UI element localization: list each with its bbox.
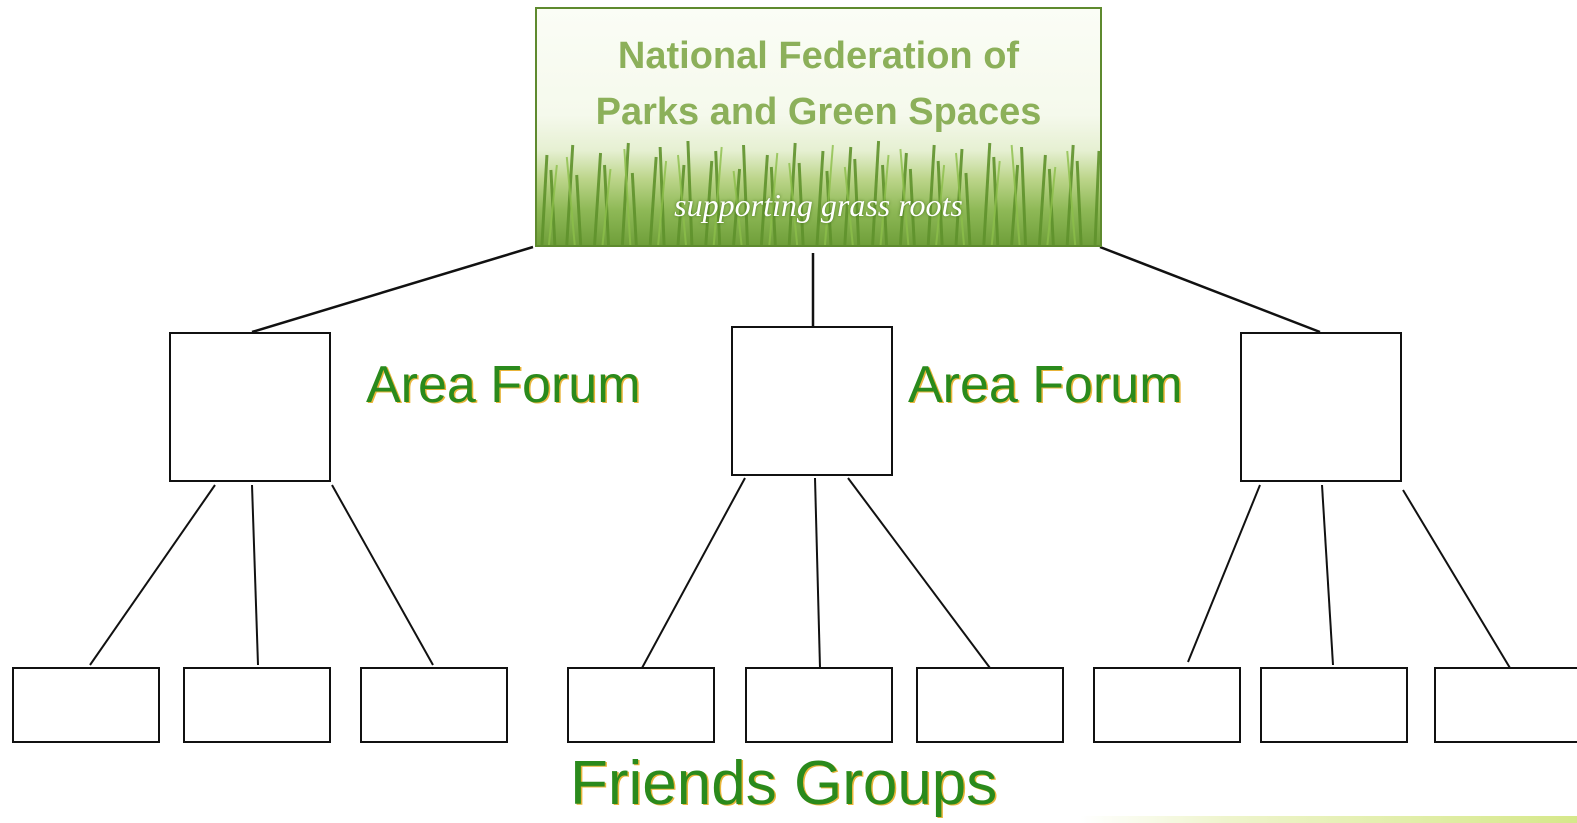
connector-root-forum-3 (1099, 245, 1321, 334)
group-box-3 (360, 667, 508, 743)
forum-box-2 (731, 326, 893, 476)
connector-forum3-group1 (1187, 484, 1261, 663)
forum-box-3 (1240, 332, 1402, 482)
group-box-4 (567, 667, 715, 743)
area-forum-label-1: Area Forum (366, 356, 641, 414)
connector-forum2-group1 (641, 477, 746, 669)
logo-title-line-2: Parks and Green Spaces (595, 91, 1042, 133)
forum-box-1 (169, 332, 331, 482)
connector-root-forum-1 (251, 245, 534, 334)
group-box-2 (183, 667, 331, 743)
group-box-9 (1434, 667, 1577, 743)
grass-graphic (540, 140, 1100, 245)
nfpgs-logo: National Federation of Parks and Green S… (535, 7, 1102, 247)
friends-groups-label: Friends Groups (570, 749, 998, 818)
decorative-bottom-bar (1080, 816, 1577, 823)
connector-forum1-group2 (251, 484, 259, 666)
group-box-7 (1093, 667, 1241, 743)
group-box-8 (1260, 667, 1408, 743)
logo-title-line-1: National Federation of (617, 35, 1020, 77)
connector-forum3-group3 (1402, 489, 1511, 669)
group-box-1 (12, 667, 160, 743)
area-forum-label-2: Area Forum (908, 356, 1183, 414)
logo-tagline: supporting grass roots (674, 187, 963, 223)
connector-forum1-group3 (331, 484, 434, 666)
group-box-6 (916, 667, 1064, 743)
connector-forum1-group1 (89, 484, 216, 666)
connector-forum2-group3 (847, 477, 991, 669)
connector-forum3-group2 (1321, 484, 1334, 666)
group-box-5 (745, 667, 893, 743)
connector-forum2-group2 (814, 477, 821, 669)
